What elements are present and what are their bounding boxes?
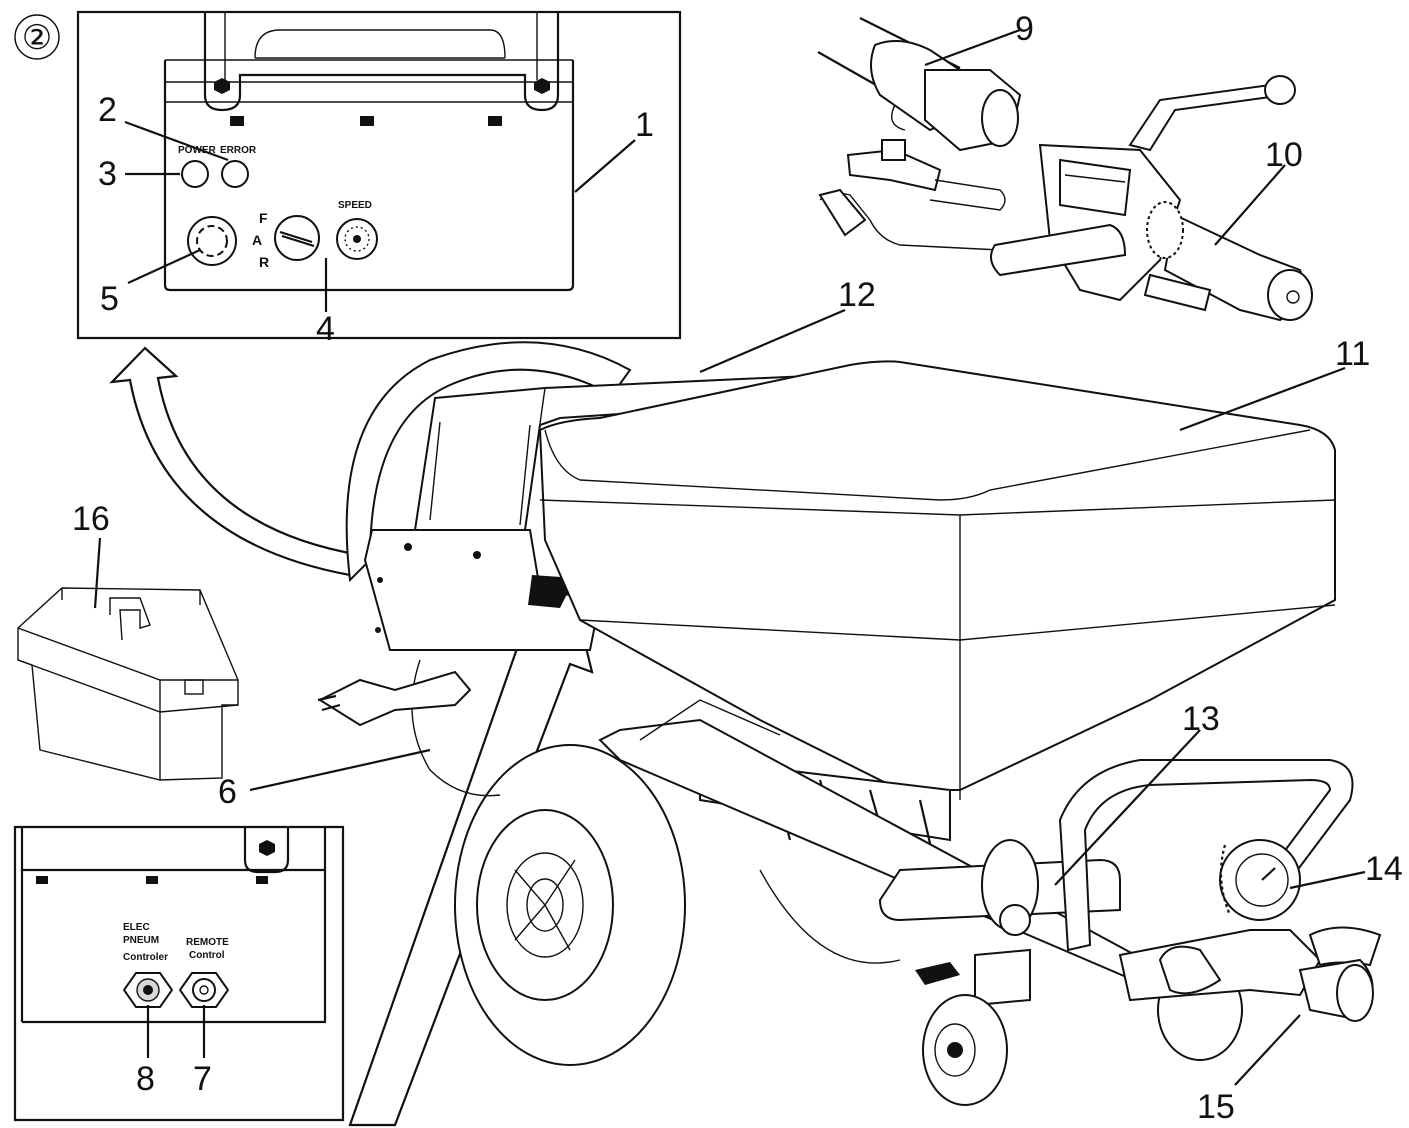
elec-label-1: ELEC <box>123 922 150 933</box>
callout-8: 8 <box>136 1060 155 1098</box>
rear-handle <box>345 341 632 583</box>
callout-15: 15 <box>1197 1088 1235 1126</box>
power-lamp <box>181 160 209 188</box>
callout-3: 3 <box>98 155 117 193</box>
material-hopper <box>538 360 1336 791</box>
callout-6: 6 <box>218 773 237 811</box>
power-label: POWER <box>178 145 217 156</box>
hex-nut-icon <box>259 840 275 856</box>
callout-13: 13 <box>1182 700 1220 738</box>
hex-nut-icon <box>214 78 230 94</box>
step-marker: ② <box>14 14 60 60</box>
speed-label: SPEED <box>338 200 372 211</box>
rear-panel-frame <box>13 825 345 1122</box>
remote-label-2: Control <box>189 950 225 961</box>
callout-5: 5 <box>100 280 119 318</box>
callout-1: 1 <box>635 106 654 144</box>
dir-a-label: A <box>252 232 262 248</box>
valve-lever <box>1128 83 1288 152</box>
toolbox <box>17 587 239 781</box>
control-panel-inset: POWER ERROR F A R SPEED 2 3 1 5 4 <box>76 10 682 348</box>
carry-handle <box>203 12 560 112</box>
pressure-gauge <box>1219 839 1301 921</box>
control-panel-frame <box>76 10 682 340</box>
callout-12: 12 <box>838 276 876 314</box>
step-marker-text: ② <box>22 19 52 57</box>
rear-panel-inset: ELEC PNEUM Controler REMOTE Control 8 7 <box>13 825 345 1122</box>
hex-nut-icon <box>534 78 550 94</box>
mixing-pump-machine <box>317 341 1382 1106</box>
power-plug <box>317 670 472 727</box>
error-lamp <box>221 160 249 188</box>
remote-label-1: REMOTE <box>186 937 229 948</box>
callout-14: 14 <box>1365 850 1403 888</box>
callout-2: 2 <box>98 91 117 129</box>
callout-4: 4 <box>316 310 335 348</box>
callout-16: 16 <box>72 500 110 538</box>
callout-10: 10 <box>1265 136 1303 174</box>
callout-7: 7 <box>193 1060 212 1098</box>
dir-r-label: R <box>259 254 269 270</box>
control-box-body <box>163 60 575 292</box>
error-label: ERROR <box>220 145 257 156</box>
callout-11: 11 <box>1335 335 1370 373</box>
elec-label-2: PNEUM <box>123 935 159 946</box>
outlet-valve <box>1118 929 1322 1002</box>
front-handle <box>1058 759 1354 952</box>
callout-9: 9 <box>1015 10 1034 48</box>
dir-f-label: F <box>259 210 268 226</box>
zoom-arrow-control-panel <box>109 346 362 577</box>
gun-grip <box>990 223 1127 277</box>
caster-wheel-left <box>922 994 1008 1106</box>
elec-label-3: Controler <box>123 952 168 963</box>
spray-gun-assembly <box>817 17 1313 322</box>
